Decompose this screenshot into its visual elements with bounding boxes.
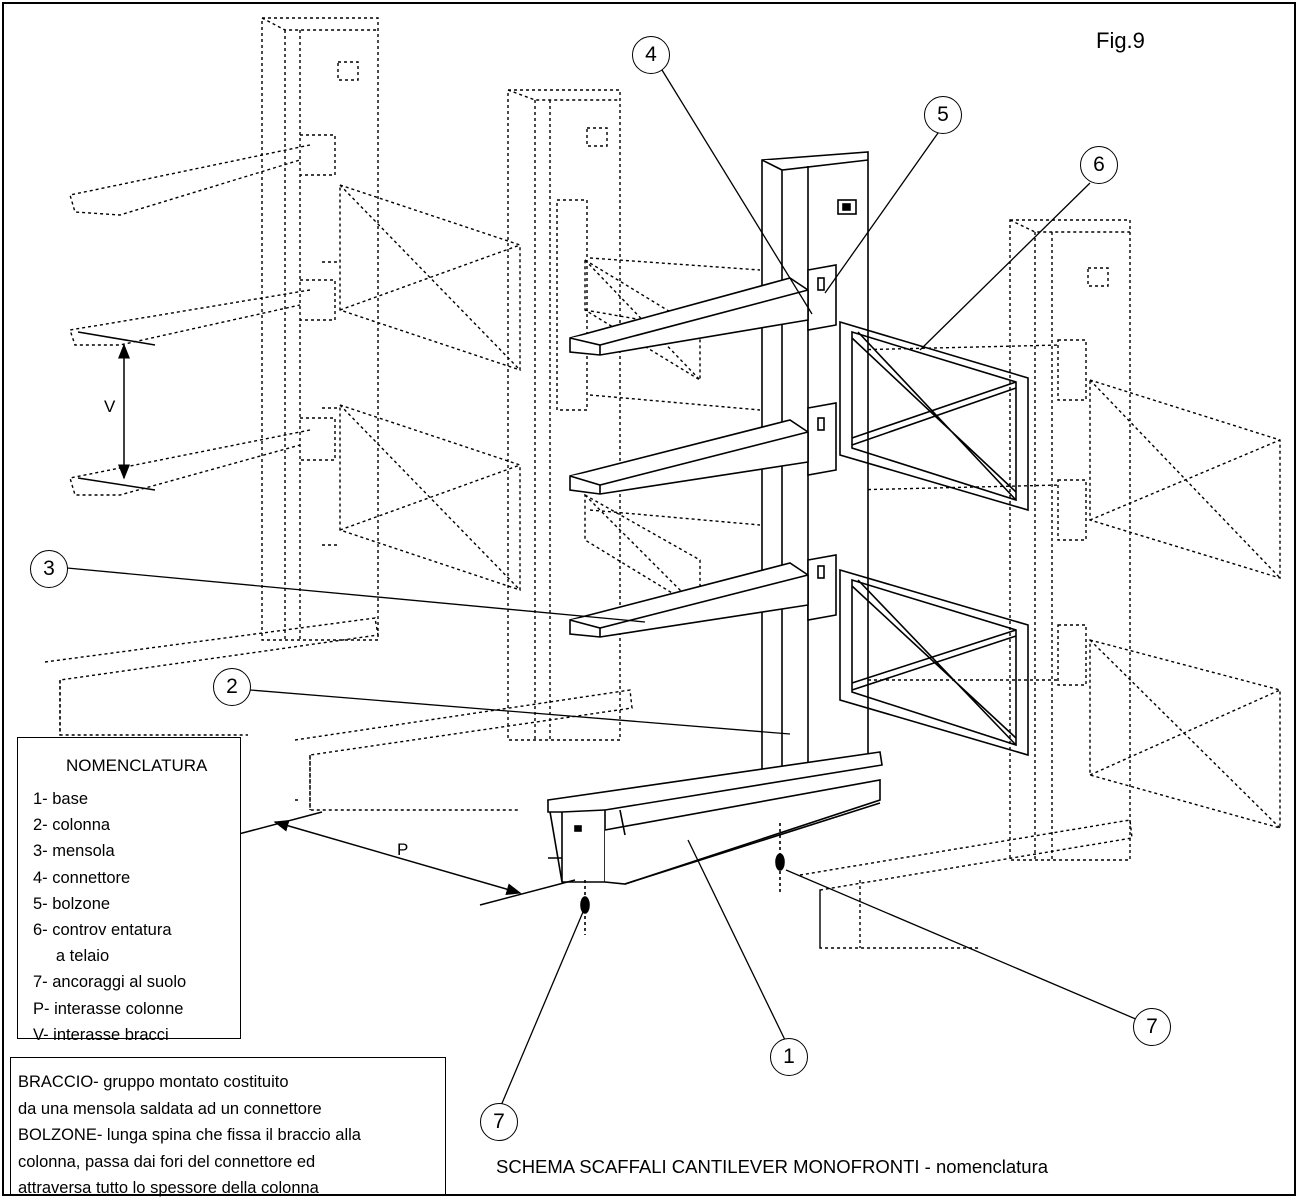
- legend-item: V- interasse bracci: [33, 1025, 169, 1044]
- callout-4: 4: [632, 36, 670, 74]
- main-rack: [547, 151, 1029, 935]
- note-line: BRACCIO- gruppo montato costituito: [18, 1073, 289, 1091]
- phantom-racks: [44, 17, 1281, 949]
- legend-item: P- interasse colonne: [33, 999, 184, 1018]
- callout-2: 2: [213, 668, 251, 706]
- legend-item: 2- colonna: [33, 816, 111, 835]
- legend-title: NOMENCLATURA: [66, 756, 208, 775]
- note-line: BOLZONE- lunga spina che fissa il bracci…: [18, 1126, 361, 1144]
- note-line: colonna, passa dai fori del connettore e…: [18, 1152, 316, 1171]
- legend-box: NOMENCLATURA 1- base 2- colonna 3- menso…: [17, 737, 241, 1044]
- callout-6: 6: [1080, 146, 1118, 184]
- figure-label: Fig.9: [1096, 28, 1145, 53]
- legend-item: 4- connettore: [33, 868, 131, 887]
- dimension-p: [234, 811, 576, 906]
- note-line: attraversa tutto lo spessore della colon…: [18, 1179, 319, 1197]
- legend-item: 5- bolzone: [33, 894, 111, 913]
- dimension-p-label: P: [397, 840, 409, 859]
- figure-caption: SCHEMA SCAFFALI CANTILEVER MONOFRONTI - …: [496, 1156, 1049, 1177]
- legend-item: a telaio: [33, 947, 110, 966]
- callout-1: 1: [770, 1038, 808, 1076]
- legend-list: 1- base 2- colonna 3- mensola 4- connett…: [33, 788, 186, 1050]
- dimension-v: [77, 331, 156, 491]
- notes-box: BRACCIO- gruppo montato costituito da un…: [10, 1057, 446, 1197]
- note-line: da una mensola saldata ad un connettore: [18, 1099, 322, 1118]
- callout-5: 5: [924, 96, 962, 134]
- callout-3: 3: [30, 550, 68, 588]
- legend-item: 3- mensola: [33, 842, 115, 861]
- leader-lines: [66, 69, 1139, 1109]
- legend-item: 1- base: [33, 790, 89, 808]
- legend-item: 7- ancoraggi al suolo: [33, 973, 187, 992]
- notes-list: BRACCIO- gruppo montato costituito da un…: [18, 1071, 361, 1204]
- callout-7-right: 7: [1133, 1008, 1171, 1046]
- legend-item: 6- controv entatura: [33, 920, 172, 939]
- dimension-v-label: V: [104, 397, 116, 416]
- callout-7-left: 7: [480, 1103, 518, 1141]
